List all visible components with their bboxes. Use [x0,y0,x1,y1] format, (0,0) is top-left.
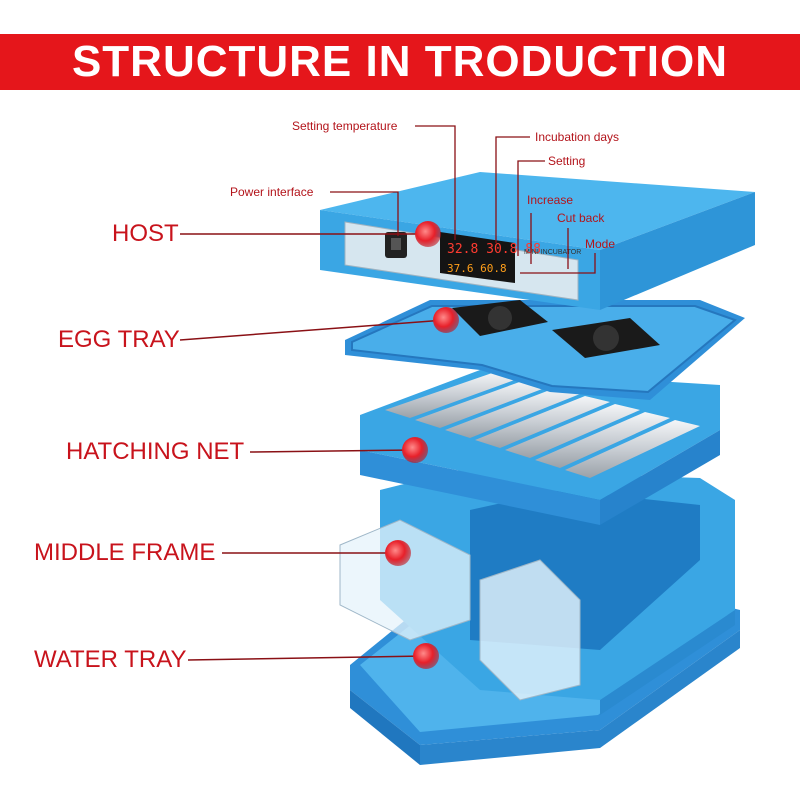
callout-increase: Increase [527,193,574,207]
label-water-tray: WATER TRAY [34,646,187,673]
callout-incubation-days: Incubation days [535,130,620,144]
page-title: STRUCTURE IN TRODUCTION [71,37,729,86]
markers [385,221,459,669]
fan-right [552,318,660,358]
label-middle-frame: MIDDLE FRAME [34,539,216,566]
marker-middle-frame [385,540,411,566]
callout-lines [330,125,596,274]
line-hatching-net [249,449,416,453]
callout-setting-temperature: Setting temperature [292,119,398,133]
marker-host [415,221,441,247]
marker-hatching-net [402,437,428,463]
line-setting [517,160,545,256]
roller-bars [385,372,700,478]
component-lines [179,233,446,661]
callout-cut-back: Cut back [557,211,605,225]
title-banner: STRUCTURE IN TRODUCTION [0,34,800,90]
callout-setting: Setting [548,154,586,168]
callout-mode: Mode [585,237,616,251]
line-power-interface [330,191,399,236]
label-hatching-net: HATCHING NET [66,438,245,465]
middle-frame [339,470,735,715]
line-mode [520,253,596,274]
marker-egg-tray [433,307,459,333]
fan-left [452,300,548,336]
line-setting-temperature [415,125,456,240]
line-incubation-days [495,136,530,243]
power-socket [385,232,407,258]
panel-title: MINI INCUBATOR [524,249,581,256]
line-egg-tray [179,319,446,341]
line-water-tray [187,655,426,661]
marker-water-tray [413,643,439,669]
callout-power-interface: Power interface [230,185,314,199]
label-egg-tray: EGG TRAY [58,326,180,353]
display-row2: 37.6 60.8 [447,262,507,275]
label-host: HOST [112,220,179,247]
hatching-net [360,370,720,525]
